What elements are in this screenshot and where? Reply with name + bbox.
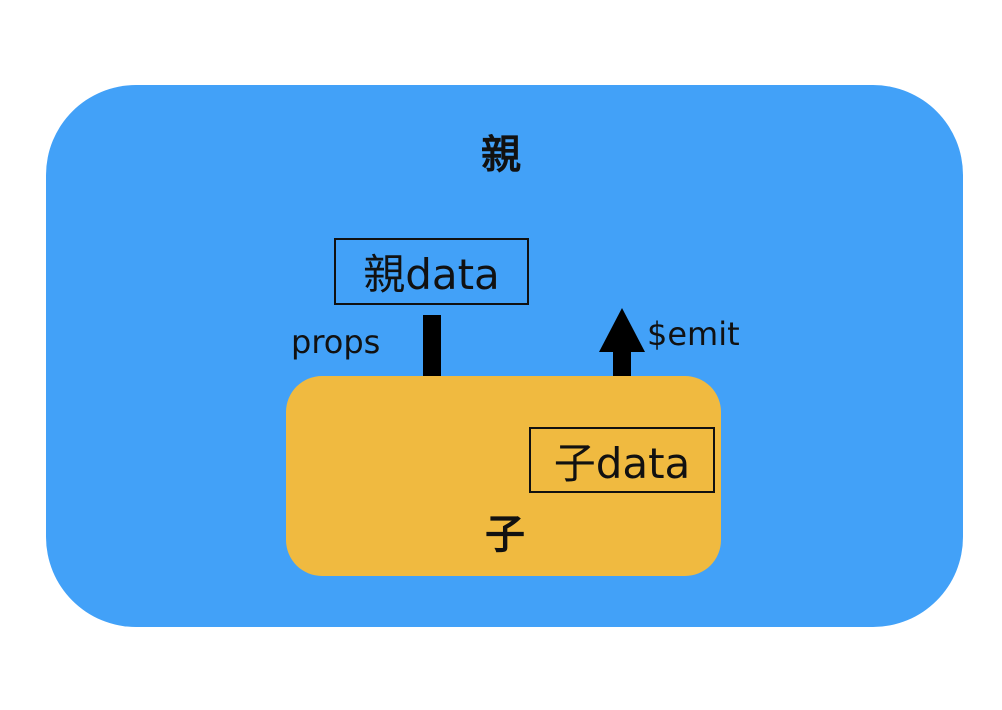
child-data-label: 子data (553, 438, 691, 488)
child-component-box (286, 376, 721, 576)
emit-label: $emit (647, 315, 740, 353)
child-data-box: 子data (529, 427, 715, 493)
props-arrow-shaft (423, 315, 441, 387)
parent-data-box: 親data (334, 238, 529, 305)
parent-label: 親 (481, 132, 521, 178)
parent-data-label: 親data (363, 250, 500, 299)
props-label: props (291, 323, 381, 361)
child-label: 子 (485, 512, 525, 558)
emit-arrow-head (599, 308, 645, 352)
